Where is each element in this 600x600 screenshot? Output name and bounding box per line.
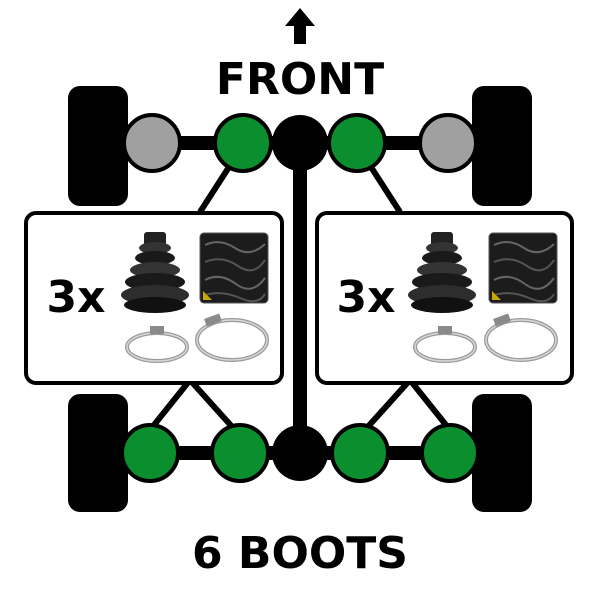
front-left-hub-joint xyxy=(122,113,182,173)
grease-pack-icon xyxy=(199,232,269,304)
small-clamp-icon xyxy=(413,326,477,363)
kit-box-right: 3x xyxy=(315,211,574,385)
kit-left-quantity: 3x xyxy=(47,272,106,323)
kit-box-left: 3x xyxy=(24,211,284,385)
boots-count-label: 6 BOOTS xyxy=(192,528,408,579)
rear-right-wheel xyxy=(472,394,532,512)
cv-boot-icon xyxy=(121,232,189,313)
kit-right-quantity: 3x xyxy=(337,272,396,323)
front-differential xyxy=(272,115,328,171)
up-arrow-icon xyxy=(285,8,315,44)
rear-right-outer-boot-joint xyxy=(420,423,480,483)
rear-left-link xyxy=(147,375,238,433)
front-axle xyxy=(68,86,532,214)
grease-pack-icon xyxy=(488,232,558,304)
front-left-boot-joint xyxy=(213,113,273,173)
rear-right-link xyxy=(362,375,453,433)
cv-boot-icon xyxy=(408,232,476,313)
large-clamp-icon xyxy=(195,313,269,362)
rear-differential xyxy=(272,425,328,481)
front-right-wheel xyxy=(472,86,532,206)
rear-left-outer-boot-joint xyxy=(120,423,180,483)
front-right-hub-joint xyxy=(418,113,478,173)
large-clamp-icon xyxy=(484,313,558,362)
small-clamp-icon xyxy=(125,326,189,363)
front-right-boot-joint xyxy=(327,113,387,173)
rear-left-inner-boot-joint xyxy=(210,423,270,483)
rear-axle xyxy=(68,375,532,512)
rear-right-inner-boot-joint xyxy=(330,423,390,483)
front-left-wheel xyxy=(68,86,128,206)
front-label: FRONT xyxy=(216,54,384,105)
rear-left-wheel xyxy=(68,394,128,512)
center-drive-shaft xyxy=(293,140,307,440)
